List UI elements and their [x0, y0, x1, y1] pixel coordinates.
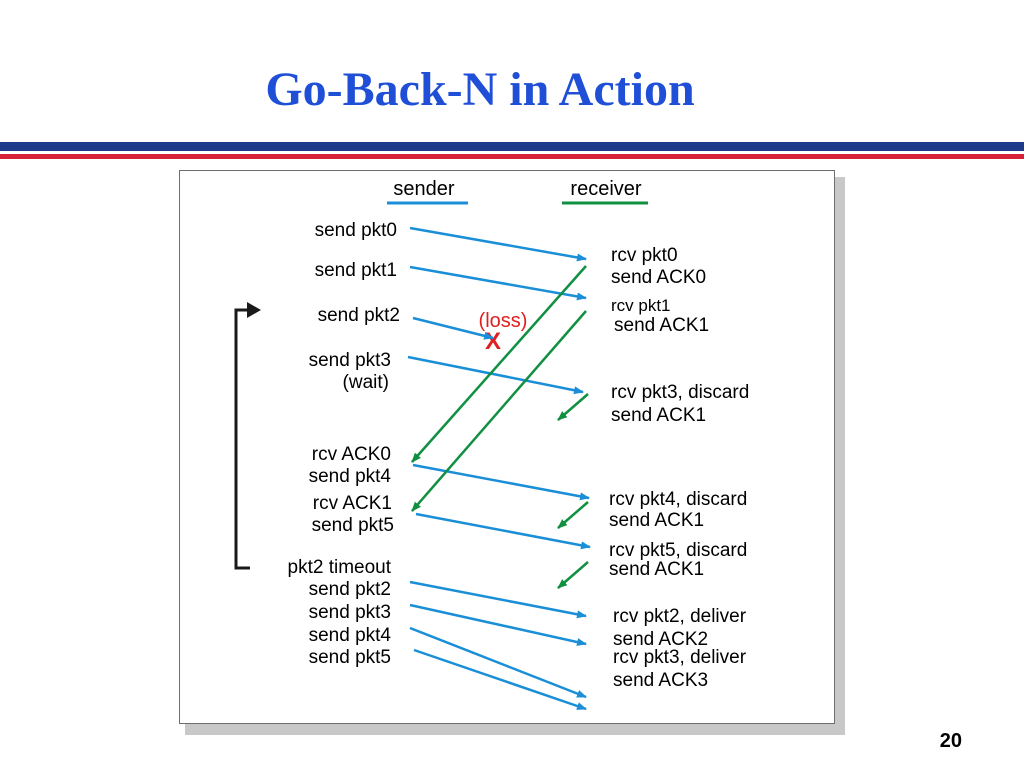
sender-event-send-pkt3: send pkt3: [309, 350, 391, 371]
arrow-pkt1: [409, 265, 587, 301]
arrow-ack1-dup-1: [557, 393, 589, 421]
title-rule-secondary: [0, 154, 1024, 159]
sender-event-resend-pkt5: send pkt5: [309, 647, 391, 668]
arrow-ack1-dup-2: [557, 501, 589, 529]
arrow-pkt0: [409, 226, 587, 262]
sender-event-send-pkt0: send pkt0: [315, 220, 397, 241]
receiver-event-send-ack1-after-pkt4: send ACK1: [609, 510, 704, 531]
receiver-event-send-ack1: send ACK1: [614, 315, 709, 336]
arrow-pkt2-lost: [412, 316, 494, 340]
arrow-resend-pkt4: [409, 626, 587, 699]
sender-event-wait: (wait): [343, 372, 389, 393]
title-rule-primary: [0, 142, 1024, 151]
arrow-pkt4: [412, 463, 590, 501]
sender-event-rcv-ack1: rcv ACK1: [313, 493, 392, 514]
sender-event-pkt2-timeout: pkt2 timeout: [288, 557, 392, 578]
arrow-resend-pkt2: [409, 580, 587, 619]
sender-event-resend-pkt2: send pkt2: [309, 579, 391, 600]
sender-event-resend-pkt3: send pkt3: [309, 602, 391, 623]
arrow-pkt5: [415, 512, 591, 550]
receiver-event-send-ack3: send ACK3: [613, 670, 708, 691]
sender-event-send-pkt1: send pkt1: [315, 260, 397, 281]
receiver-header: receiver: [570, 178, 641, 200]
receiver-event-send-ack1-after-pkt5: send ACK1: [609, 559, 704, 580]
timeout-timer-arrowhead: [247, 302, 261, 318]
arrow-resend-pkt3: [409, 603, 587, 646]
receiver-event-rcv-pkt1: rcv pkt1: [611, 296, 671, 315]
sender-header: sender: [393, 178, 454, 200]
arrow-resend-pkt5: [413, 648, 587, 711]
receiver-event-rcv-pkt0: rcv pkt0: [611, 245, 678, 266]
slide-title: Go-Back-N in Action: [265, 63, 695, 116]
sender-event-send-pkt5: send pkt5: [312, 515, 394, 536]
sender-event-send-pkt2: send pkt2: [318, 305, 400, 326]
receiver-event-send-ack0: send ACK0: [611, 267, 706, 288]
receiver-event-send-ack1-after-pkt3: send ACK1: [611, 405, 706, 426]
receiver-event-rcv-pkt2-deliver: rcv pkt2, deliver: [613, 606, 747, 627]
loss-label: (loss): [479, 310, 528, 332]
receiver-event-rcv-pkt4-discard: rcv pkt4, discard: [609, 489, 747, 510]
sender-event-rcv-ack0: rcv ACK0: [312, 444, 391, 465]
sender-event-resend-pkt4: send pkt4: [309, 625, 392, 646]
receiver-event-rcv-pkt3-discard: rcv pkt3, discard: [611, 382, 749, 403]
page-number: 20: [939, 730, 962, 752]
arrow-ack1-dup-3: [557, 561, 589, 589]
timeout-timer-bracket: [234, 308, 250, 570]
receiver-event-rcv-pkt3-deliver: rcv pkt3, deliver: [613, 647, 747, 668]
receiver-event-send-ack2: send ACK2: [613, 629, 708, 650]
receiver-event-rcv-pkt5-discard: rcv pkt5, discard: [609, 540, 747, 561]
sender-event-send-pkt4: send pkt4: [309, 466, 392, 487]
arrow-pkt3: [407, 355, 584, 395]
diagram-panel: [179, 170, 835, 724]
arrow-ack0: [411, 265, 587, 463]
loss-mark: X: [485, 328, 501, 355]
arrow-ack1: [411, 310, 587, 512]
